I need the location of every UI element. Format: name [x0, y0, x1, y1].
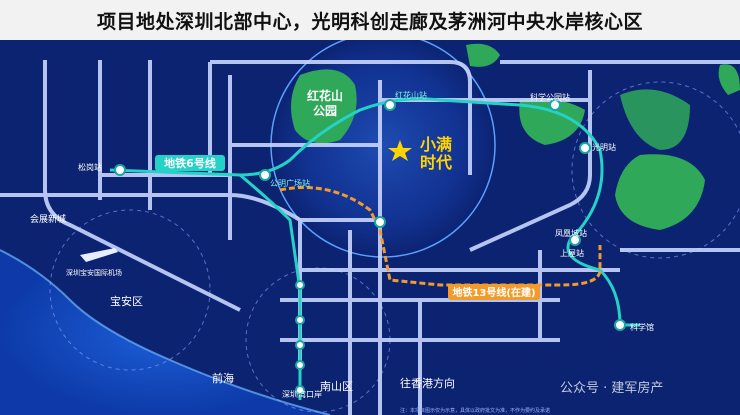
line6-badge	[155, 155, 225, 171]
park-label-line1: 红花山	[307, 88, 343, 103]
station-fenghuangcheng	[569, 234, 581, 246]
airport-label: 深圳宝安国际机场	[66, 268, 122, 277]
guangming-circle	[571, 81, 740, 259]
page-header: 项目地处深圳北部中心，光明科创走廊及茅洲河中央水岸核心区	[0, 0, 740, 40]
footnote: 注：本项目图示仅为示意，具体以政府批文为准，不作为要约及承诺	[400, 407, 550, 414]
label-shangwu-station: 上屋站	[560, 248, 584, 258]
project-star-icon	[388, 140, 412, 161]
metro-line-6	[109, 97, 604, 272]
airplane-icon	[80, 248, 118, 262]
bay-water	[0, 250, 330, 415]
label-songgang-station: 松岗站	[78, 162, 102, 172]
line13-badge	[448, 284, 540, 300]
coastline	[0, 249, 331, 415]
label-gongming-square-station: 公明广场站	[270, 178, 310, 188]
project-name-line1: 小满	[420, 135, 452, 154]
map-canvas: 地铁6号线 地铁13号线(在建) 红花山 公园 小满 时代 红花山站 公明广场站…	[0, 40, 740, 415]
label-guangming-station: 光明站	[592, 142, 616, 152]
station-guangming	[579, 142, 591, 154]
district-baoan: 宝安区	[110, 294, 143, 308]
station-houhai	[295, 360, 305, 370]
honghuashan-park	[291, 69, 357, 144]
station-shenzhenwan	[295, 385, 305, 395]
baoan-circle	[49, 209, 211, 371]
station-honghuashan	[384, 99, 396, 111]
station-science-park	[549, 99, 561, 111]
station-line13-transfer	[374, 216, 386, 228]
label-fenghuangcheng-station: 凤凰城站	[555, 228, 587, 238]
page-title: 项目地处深圳北部中心，光明科创走廊及茅洲河中央水岸核心区	[96, 10, 643, 33]
station-gaoxinzhong	[295, 315, 305, 325]
park-north	[466, 43, 500, 67]
metro-stations	[114, 99, 626, 395]
district-nanshan: 南山区	[320, 380, 353, 393]
label-shenzhenwan-station: 深圳湾口岸	[282, 389, 322, 399]
station-science-museum	[614, 319, 626, 331]
district-huizhan: 会展新城	[30, 213, 66, 225]
station-xilihu	[295, 280, 305, 290]
watermark: 公众号 · 建军房产	[560, 380, 663, 396]
line6-label: 地铁6号线	[164, 156, 216, 170]
label-science-museum-station: 科学馆	[630, 322, 654, 332]
project-name-line2: 时代	[420, 153, 452, 172]
label-honghuashan-station: 红花山站	[395, 90, 427, 100]
station-gongming-square	[259, 169, 271, 181]
edge-park	[718, 64, 740, 95]
direction-hk: 往香港方向	[400, 376, 455, 390]
line13-label: 地铁13号线(在建)	[452, 286, 535, 299]
label-science-park-station: 科学公园站	[530, 92, 570, 102]
metro-line-13-south	[239, 173, 302, 400]
district-qianhai: 前海	[212, 371, 234, 385]
park-label-line2: 公园	[313, 104, 337, 118]
guangming-park	[615, 154, 705, 230]
station-songgang	[114, 164, 126, 176]
road-network	[0, 60, 740, 415]
station-shenda	[295, 340, 305, 350]
east-park	[620, 89, 690, 150]
science-park	[519, 98, 585, 145]
